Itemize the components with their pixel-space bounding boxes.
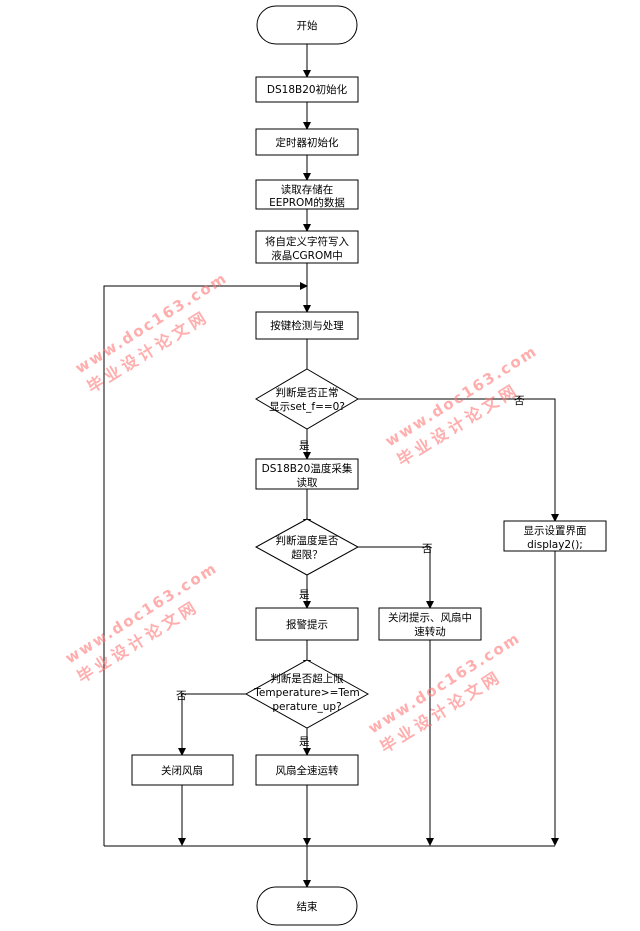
start-label: 开始	[297, 19, 318, 32]
key-scan-label: 按键检测与处理	[270, 319, 344, 332]
edge-upper-no	[178, 693, 246, 756]
fan-off-box	[131, 754, 234, 786]
write-cgrom-label-1: 将自定义字符写入	[265, 235, 349, 248]
init-timer-box	[255, 128, 359, 156]
temp-sample-box	[255, 458, 359, 490]
fan-full-label: 风扇全速运转	[276, 764, 339, 777]
fan-full-box	[255, 754, 359, 786]
read-eeprom-box	[255, 179, 359, 210]
judge-normal-yes-label: 是	[299, 440, 310, 452]
judge-limit-diamond	[254, 518, 360, 576]
temp-sample-label-2: 读取	[297, 476, 318, 489]
judge-upper-label-3: perature_up?	[272, 701, 341, 713]
show-settings-label-2: display2();	[527, 539, 583, 551]
branch-labels: 是 否 是 否 是 否	[176, 395, 525, 748]
judge-upper-label-2: Temperature>=Tem	[253, 687, 359, 699]
judge-limit-yes-label: 是	[299, 589, 310, 601]
edge-judge-no	[358, 398, 559, 522]
judge-limit-label-1: 判断温度是否	[276, 534, 339, 547]
judge-limit-no-label: 否	[422, 543, 433, 555]
write-cgrom-box	[255, 230, 359, 264]
init-ds18b20-label: DS18B20初始化	[267, 83, 348, 96]
end-terminal	[256, 886, 358, 926]
fan-off-label: 关闭风扇	[161, 764, 203, 777]
judge-limit-label-2: 超限？	[291, 548, 323, 561]
read-eeprom-label-1: 读取存储在	[281, 183, 334, 196]
init-timer-label: 定时器初始化	[276, 136, 339, 149]
judge-upper-no-label: 否	[176, 690, 187, 702]
end-label: 结束	[297, 900, 318, 913]
edge-limit-no	[358, 546, 434, 609]
temp-sample-label-1: DS18B20温度采集	[262, 462, 353, 475]
show-settings-label-1: 显示设置界面	[524, 525, 587, 537]
judge-normal-diamond	[255, 368, 359, 430]
judge-upper-yes-label: 是	[299, 736, 310, 748]
judge-normal-no-label: 否	[514, 395, 525, 407]
nodes	[131, 5, 607, 926]
alarm-label: 报警提示	[286, 618, 328, 631]
start-terminal	[256, 5, 358, 45]
show-settings-box	[503, 520, 607, 552]
close-alarm-box	[378, 607, 482, 641]
write-cgrom-label-2: 液晶CGROM中	[271, 249, 343, 262]
alarm-box	[255, 607, 359, 641]
judge-upper-diamond	[244, 659, 370, 729]
node-labels: 开始 DS18B20初始化 定时器初始化 读取存储在 EEPROM的数据 将自定…	[161, 19, 587, 913]
key-scan-box	[255, 311, 359, 340]
init-ds18b20-box	[255, 76, 359, 103]
judge-normal-label-2: 显示set_f==0?	[269, 401, 345, 413]
judge-normal-label-1: 判断是否正常	[276, 386, 339, 399]
read-eeprom-label-2: EEPROM的数据	[269, 196, 345, 209]
judge-upper-label-1: 判断是否超上限	[270, 672, 344, 685]
close-alarm-label-1: 关闭提示、风扇中	[388, 611, 472, 624]
loop-back-line	[103, 282, 308, 846]
connectors	[103, 44, 559, 888]
close-alarm-label-2: 速转动	[414, 625, 446, 638]
